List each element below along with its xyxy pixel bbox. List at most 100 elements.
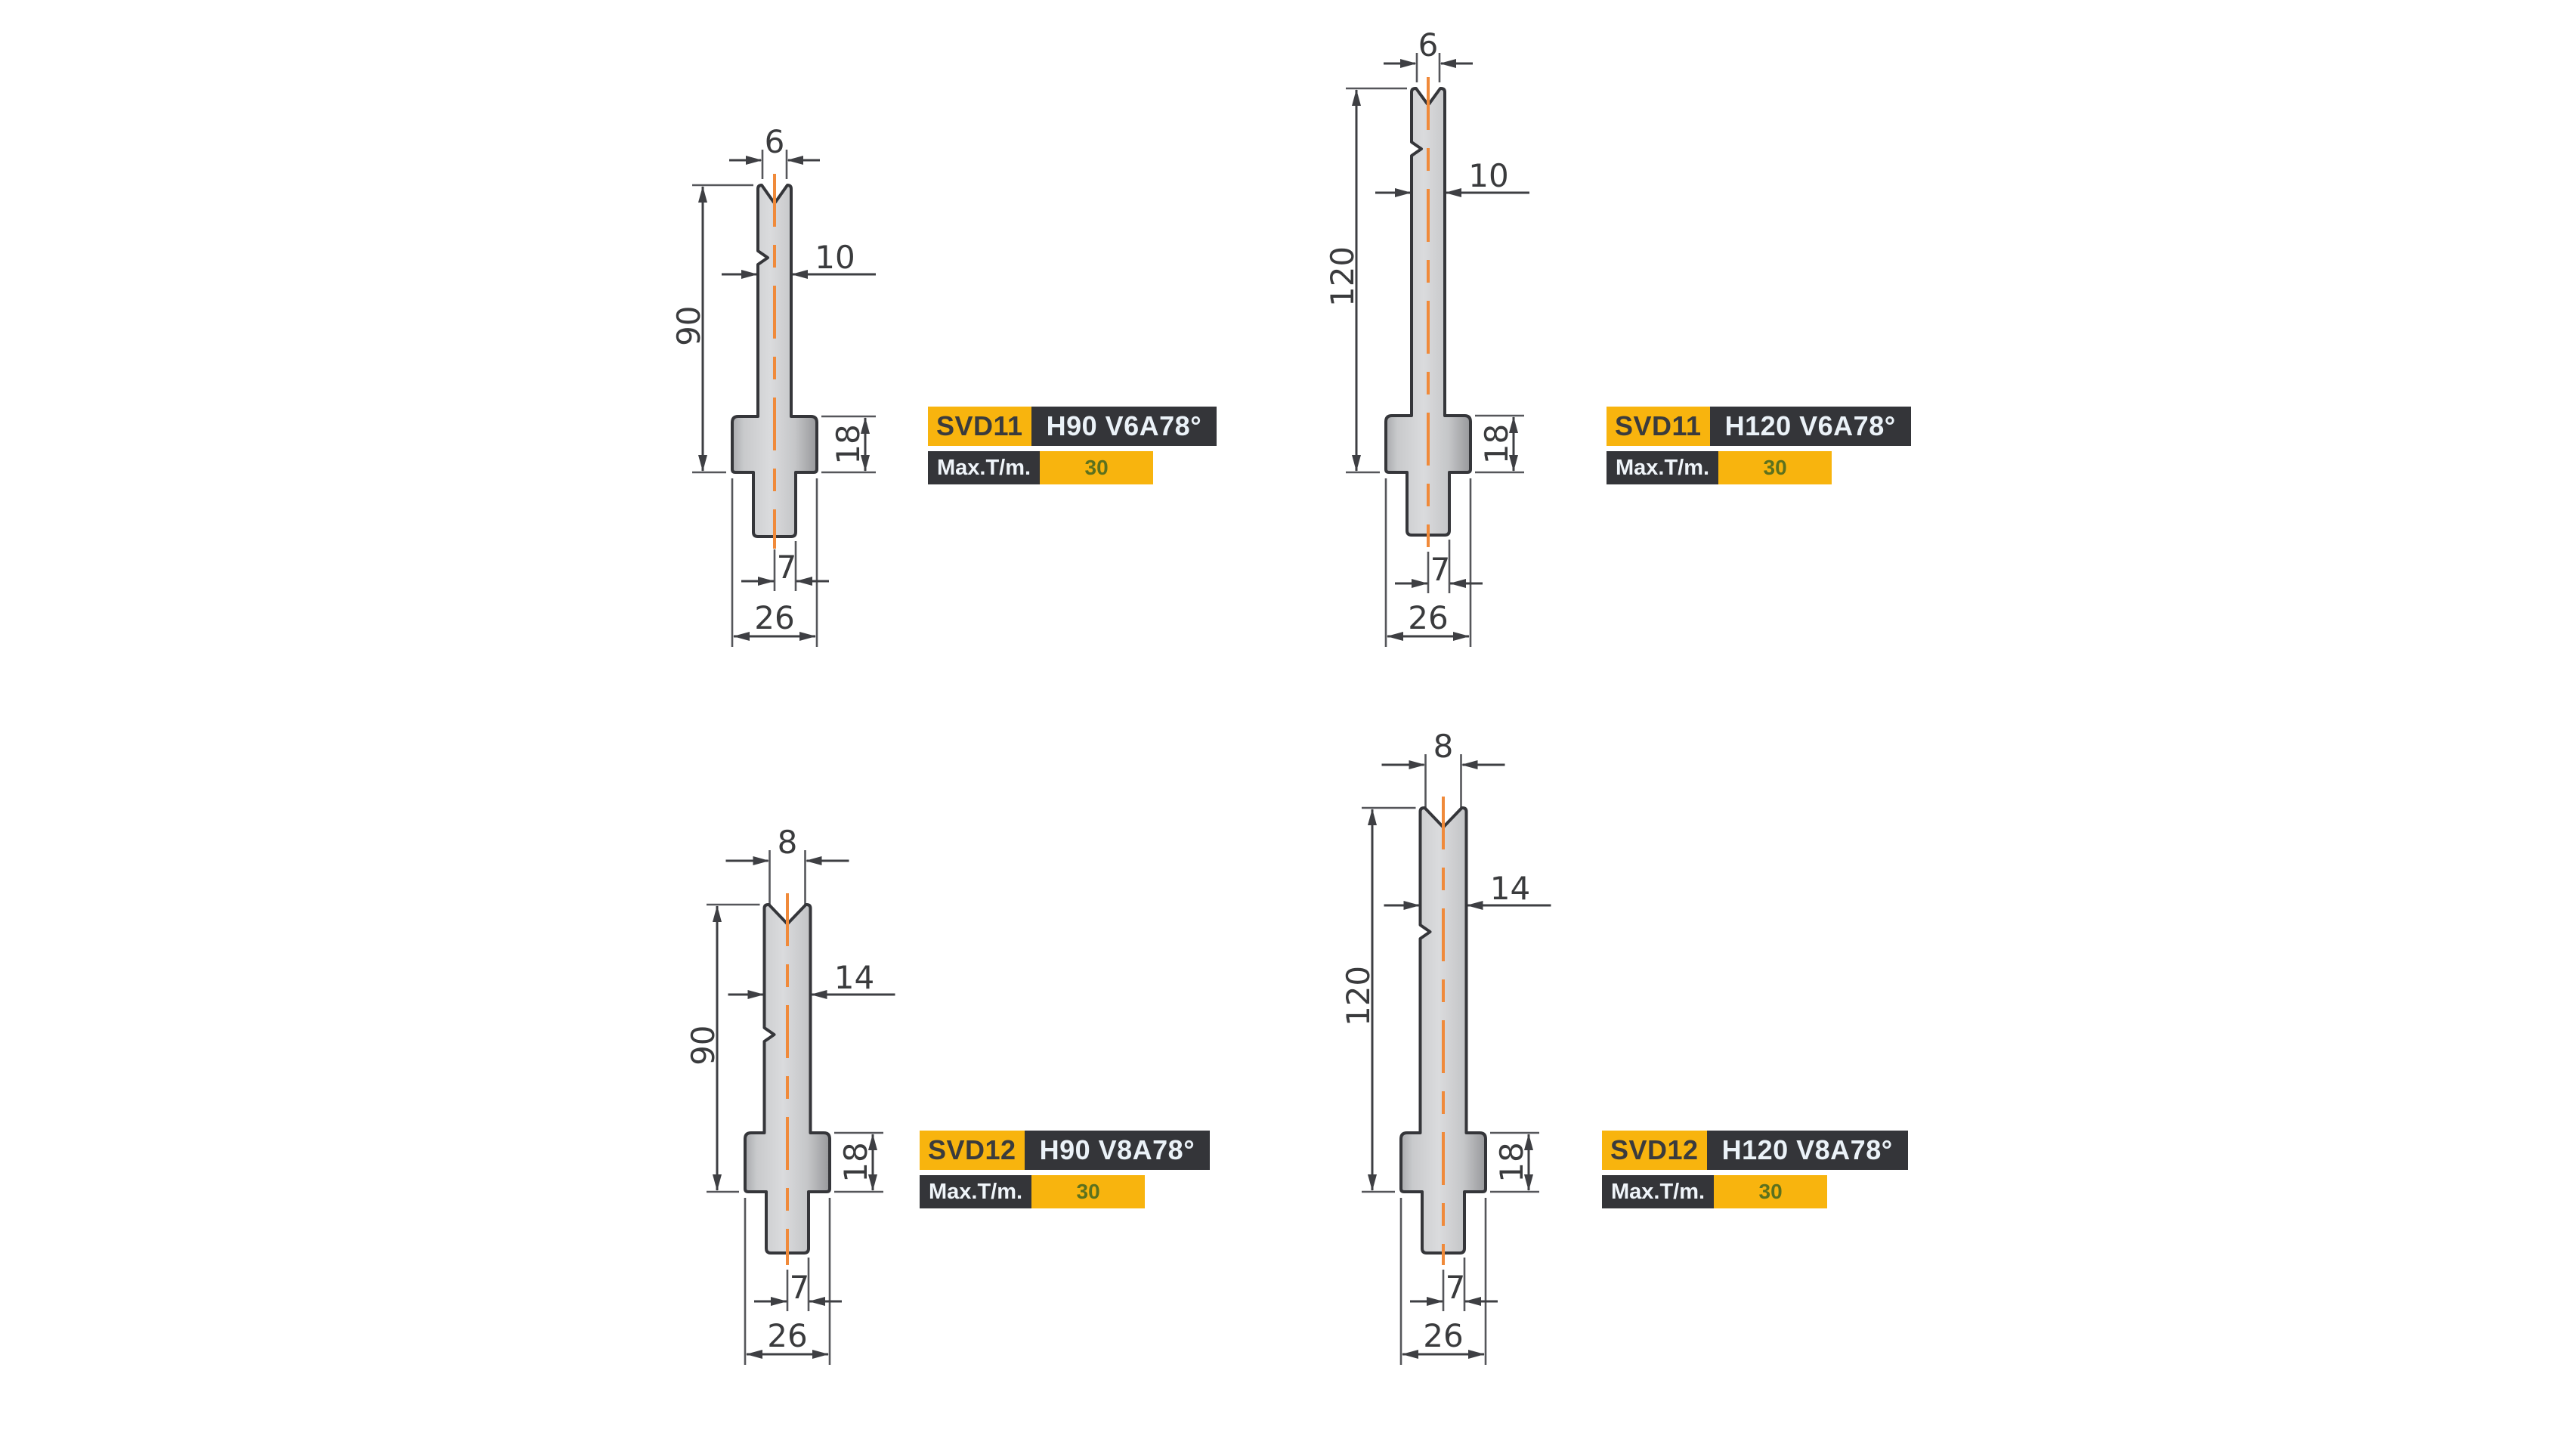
label-row-max-tonnage: Max.T/m. 30 [1602, 1175, 1908, 1208]
label-row-model: SVD12 H90 V8A78° [920, 1131, 1211, 1170]
arrow [698, 186, 707, 203]
dim-top-width-text: 6 [765, 123, 785, 160]
arrow [1524, 1174, 1533, 1191]
arrow [787, 156, 803, 165]
arrow [861, 417, 870, 434]
arrow [1449, 579, 1466, 588]
dimension-arrows [698, 156, 870, 641]
dim-base-width-text: 26 [754, 599, 794, 636]
dim-base-width-text: 26 [767, 1317, 807, 1354]
dim-shaft-width-text: 14 [1490, 870, 1530, 907]
arrow [1464, 1297, 1481, 1306]
arrow [812, 1350, 829, 1359]
dim-height-text: 120 [1340, 966, 1377, 1026]
max-tonnage-value-badge: 30 [1718, 451, 1832, 484]
product-label-svd11-h90: SVD11 H90 V6A78° Max.T/m. 30 [928, 407, 1217, 484]
dim-base-width-text: 26 [1408, 599, 1448, 636]
arrow [1402, 1350, 1418, 1359]
model-badge: SVD12 [1602, 1131, 1707, 1170]
arrow [1403, 901, 1421, 910]
arrow [810, 990, 827, 999]
max-tonnage-value-badge: 30 [1031, 1175, 1146, 1208]
product-label-svd12-h120: SVD12 H120 V8A78° Max.T/m. 30 [1602, 1131, 1908, 1208]
arrow [746, 1350, 762, 1359]
arrow [805, 856, 822, 865]
arrow [1409, 760, 1426, 769]
arrow [713, 1174, 722, 1191]
dim-base-height-text: 18 [830, 424, 867, 464]
dimension-arrows [1368, 760, 1533, 1359]
max-tonnage-label-badge: Max.T/m. [1602, 1175, 1715, 1208]
arrow [1440, 59, 1456, 68]
extension-lines [692, 150, 876, 647]
dimension-texts: 6 90 10 18 7 26 [670, 123, 867, 636]
arrow [713, 905, 722, 922]
model-badge: SVD11 [928, 407, 1031, 446]
arrow [861, 455, 870, 472]
spec-badge: H120 V6A78° [1709, 407, 1911, 446]
spec-badge: H90 V8A78° [1024, 1131, 1211, 1170]
dim-height-text: 90 [685, 1025, 722, 1065]
dim-tang-width-text: 7 [1446, 1269, 1466, 1306]
label-row-max-tonnage: Max.T/m. 30 [928, 451, 1217, 484]
product-label-svd12-h90: SVD12 H90 V8A78° Max.T/m. 30 [920, 1131, 1211, 1208]
arrow [1453, 632, 1470, 641]
arrow [1395, 188, 1412, 197]
dim-tang-width-text: 7 [790, 1269, 810, 1306]
dim-tang-width-text: 7 [777, 549, 797, 586]
arrow [1387, 632, 1403, 641]
arrow [1412, 579, 1428, 588]
dim-top-width-text: 8 [778, 824, 798, 861]
dim-shaft-width-text: 10 [815, 239, 855, 276]
label-row-model: SVD11 H120 V6A78° [1607, 407, 1911, 446]
die-drawing-svd11-h90: 6 90 10 18 7 26 [670, 123, 876, 647]
label-row-max-tonnage: Max.T/m. 30 [1607, 451, 1911, 484]
max-tonnage-label-badge: Max.T/m. [1607, 451, 1719, 484]
arrow [809, 1297, 825, 1306]
arrow [1368, 809, 1377, 825]
arrow [1427, 1297, 1443, 1306]
dim-top-width-text: 6 [1418, 26, 1439, 63]
dim-tang-width-text: 7 [1430, 551, 1451, 588]
arrow [753, 856, 770, 865]
arrow [796, 577, 812, 586]
arrow [868, 1134, 877, 1150]
arrow [1468, 1350, 1485, 1359]
arrow [1352, 89, 1361, 106]
model-badge: SVD12 [920, 1131, 1025, 1170]
arrow [1400, 59, 1417, 68]
spec-badge: H90 V6A78° [1031, 407, 1217, 446]
dim-base-height-text: 18 [1478, 424, 1515, 464]
die-drawing-svd12-h90: 8 90 14 18 7 26 [685, 824, 895, 1365]
label-row-model: SVD11 H90 V6A78° [928, 407, 1217, 446]
arrow [1368, 1174, 1377, 1191]
arrow [868, 1174, 877, 1191]
arrow [1445, 188, 1461, 197]
arrow [746, 156, 762, 165]
arrow [1466, 901, 1483, 910]
arrow [733, 632, 750, 641]
extension-lines [1362, 754, 1539, 1365]
dimension-arrows [713, 856, 877, 1359]
arrow [698, 455, 707, 472]
arrow [1509, 455, 1518, 472]
arrow [741, 270, 758, 279]
arrow [791, 270, 808, 279]
arrow [1461, 760, 1478, 769]
dim-height-text: 90 [670, 305, 707, 345]
dim-base-width-text: 26 [1423, 1317, 1463, 1354]
dim-height-text: 120 [1324, 246, 1361, 307]
dimension-arrows [1352, 59, 1518, 641]
dim-base-height-text: 18 [837, 1142, 874, 1182]
arrow [799, 632, 816, 641]
extension-lines [707, 850, 883, 1365]
dim-shaft-width-text: 14 [834, 959, 874, 996]
model-badge: SVD11 [1607, 407, 1710, 446]
product-label-svd11-h120: SVD11 H120 V6A78° Max.T/m. 30 [1607, 407, 1911, 484]
max-tonnage-value-badge: 30 [1714, 1175, 1828, 1208]
dim-base-height-text: 18 [1493, 1142, 1530, 1182]
